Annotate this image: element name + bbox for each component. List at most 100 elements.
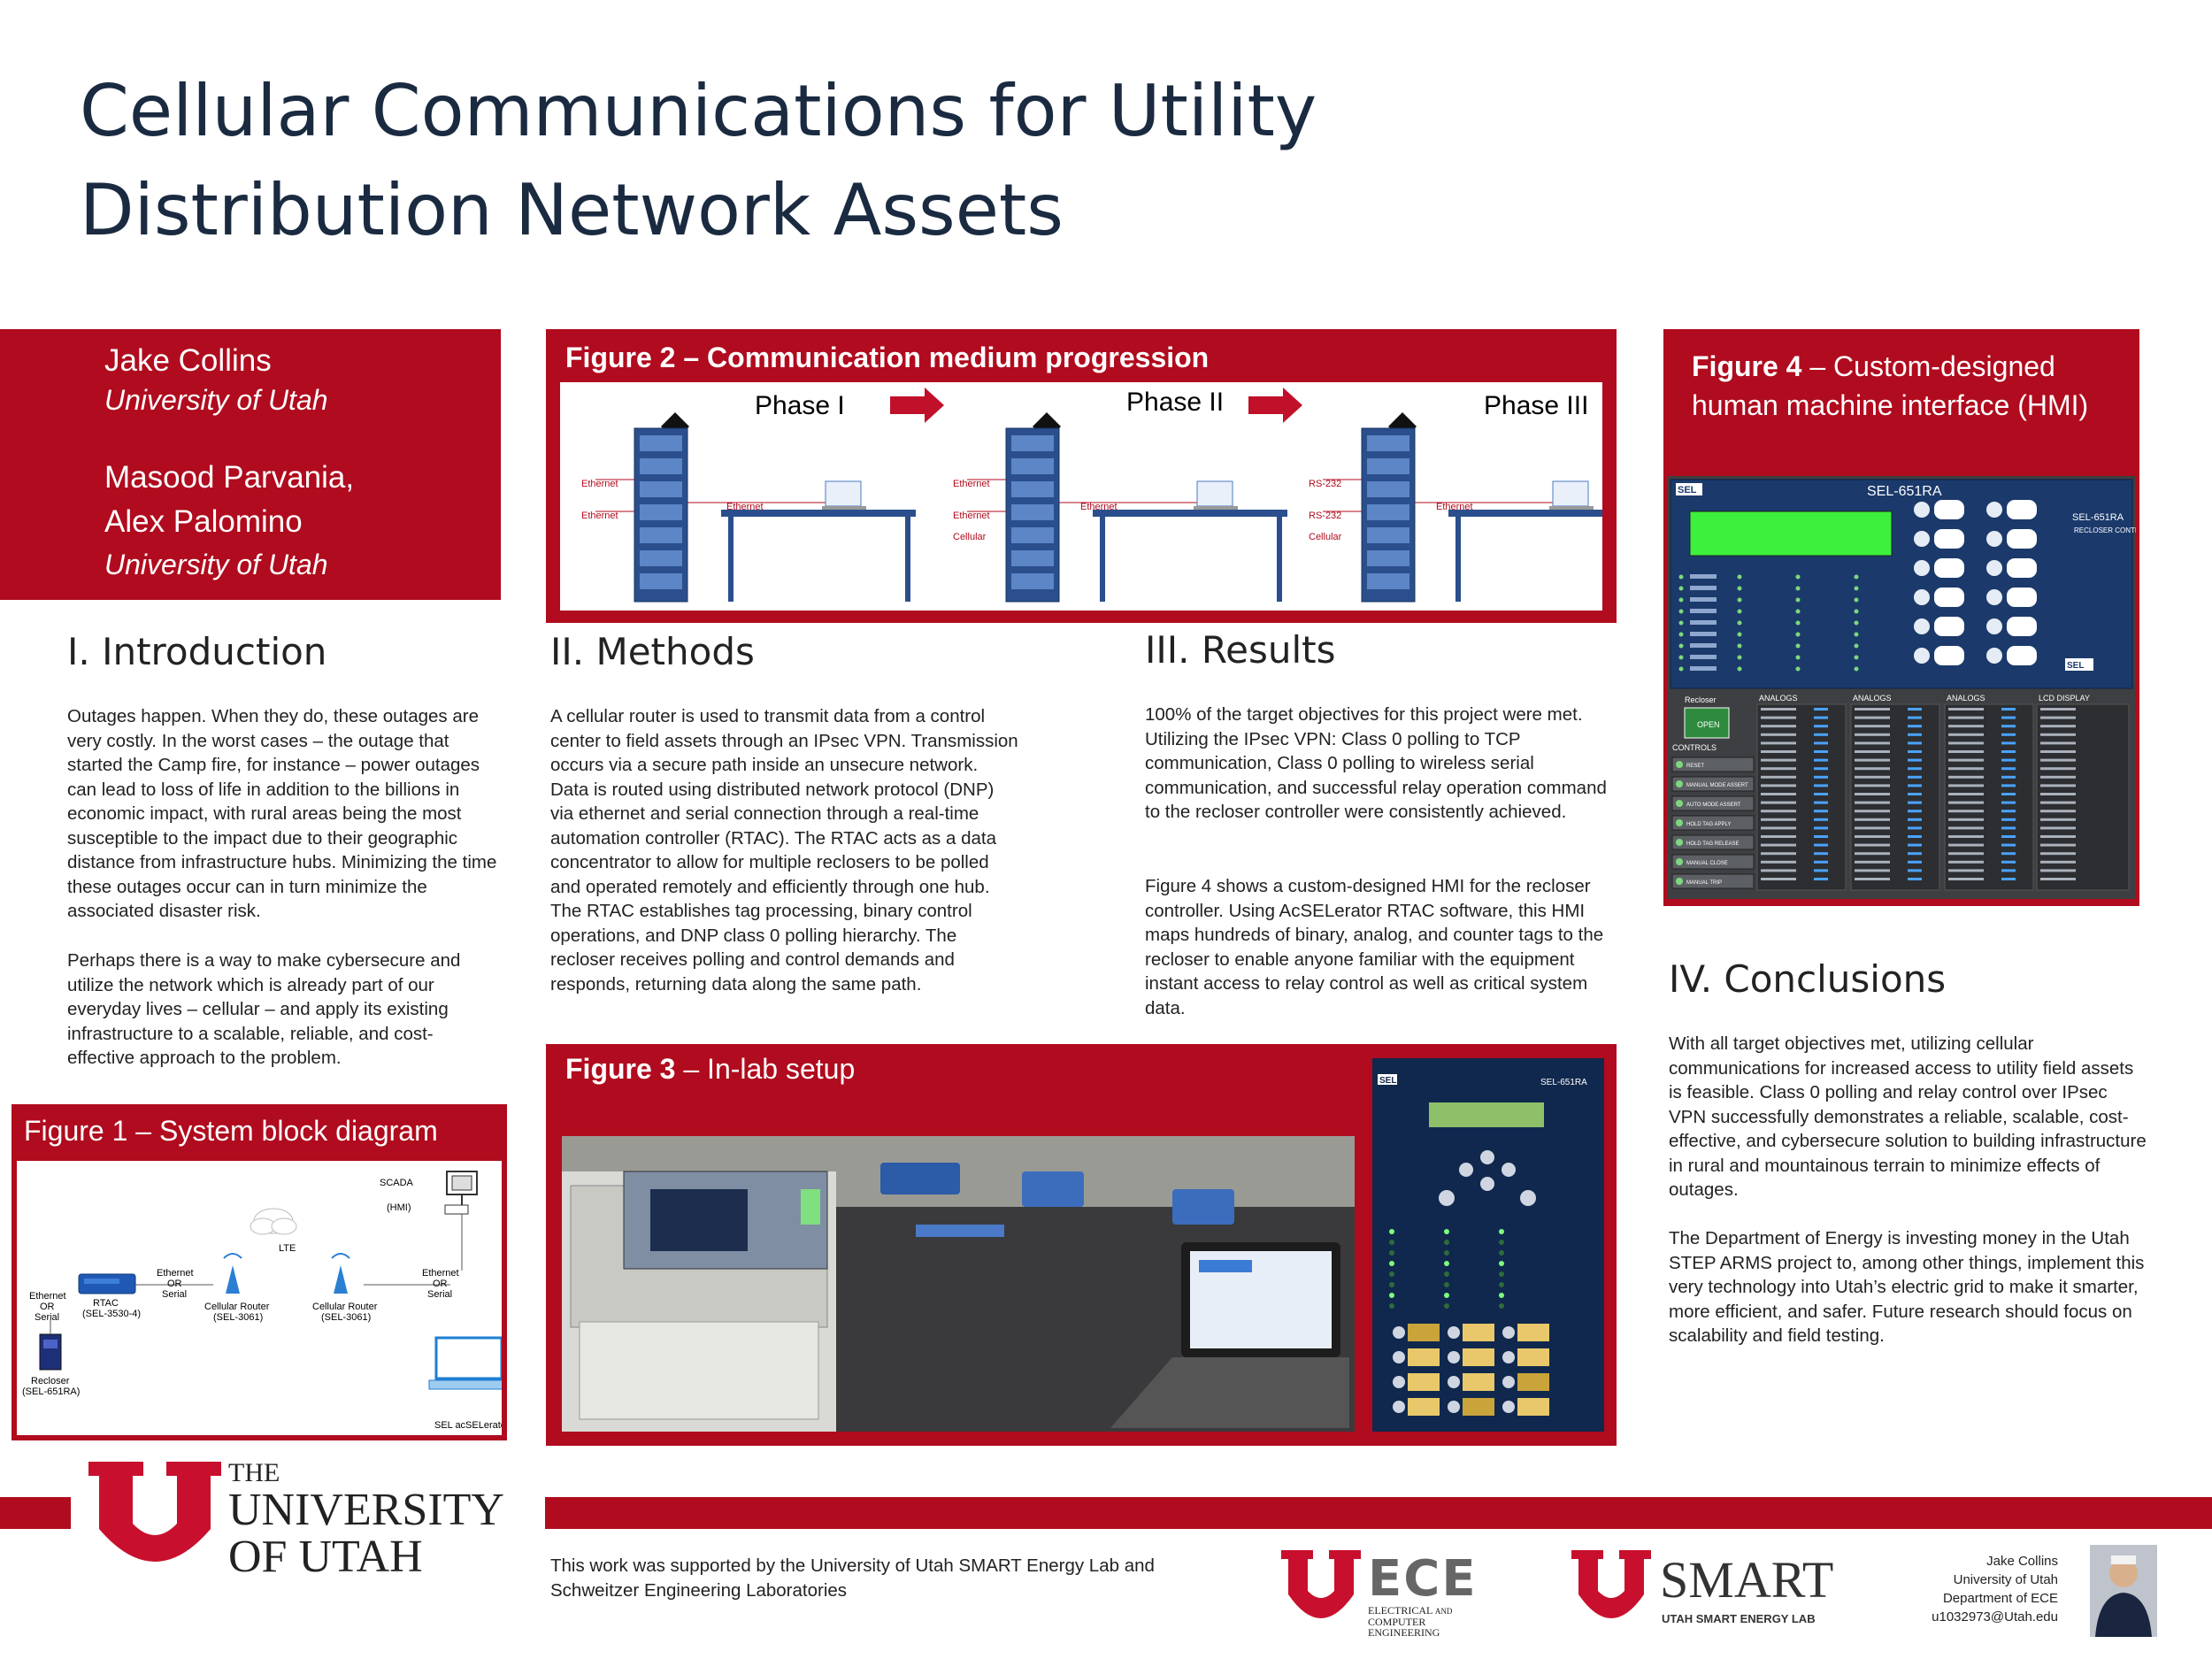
front-panel-button <box>1502 1326 1515 1339</box>
hmi-control-led <box>1676 858 1683 865</box>
figure-1-label: Figure 1 <box>24 1115 128 1147</box>
hmi-control-label: AUTO MODE ASSERT <box>1686 803 1741 808</box>
front-panel-button <box>1393 1376 1405 1388</box>
figure-2-panel: Phase I Phase II Phase III Ethernet Ethe… <box>560 382 1643 611</box>
hmi-led-indicator <box>1854 655 1859 660</box>
author-name-2: Masood Parvania, <box>104 460 355 495</box>
front-panel-button <box>1448 1401 1460 1413</box>
router-1-label: Cellular Router <box>204 1302 270 1312</box>
hmi-led-indicator <box>1854 609 1859 614</box>
hmi-control-label: HOLD TAG APPLY <box>1686 822 1731 827</box>
hmi-led-indicator <box>1854 597 1859 603</box>
hmi-control-led <box>1676 878 1683 885</box>
hmi-control-button <box>1671 873 1755 889</box>
figure-4-caption: – Custom-designed human machine interfac… <box>1692 350 2089 421</box>
hmi-pushbutton <box>1914 589 1930 605</box>
front-panel-led <box>1499 1250 1504 1256</box>
figure-3-label: Figure 3 <box>565 1053 676 1085</box>
hmi-device-subtitle: SEL-651RA <box>2072 512 2124 523</box>
phase-2-cellular: Cellular <box>953 532 987 542</box>
university-u-logo <box>88 1462 221 1573</box>
phase-2-equipment-icon <box>967 412 1287 603</box>
eth-serial-mid-1: Ethernet <box>157 1268 194 1279</box>
hmi-pushbutton <box>1986 560 2002 576</box>
front-panel-button <box>1448 1326 1460 1339</box>
hmi-control-led <box>1676 819 1683 826</box>
author-affiliation-2: University of Utah <box>104 549 328 580</box>
hmi-pushbutton <box>1986 502 2002 518</box>
hmi-sel-logo-2: SEL <box>2067 661 2084 671</box>
introduction-paragraph-2: Perhaps there is a way to make cybersecu… <box>67 950 461 1068</box>
front-panel-button <box>1448 1351 1460 1363</box>
rtac-model-label: (SEL-3530-4) <box>82 1309 141 1319</box>
hmi-pushbutton <box>1914 502 1930 518</box>
footer-red-bar-left <box>0 1497 71 1529</box>
hmi-led-indicator <box>1854 643 1859 649</box>
cellular-router-1-icon <box>223 1253 242 1294</box>
phase-3-label: Phase III <box>1484 391 1588 420</box>
contact-department: Department of ECE <box>1942 1591 2058 1606</box>
figure-4-title: Figure 4 – Custom-designed human machine… <box>1692 347 2125 425</box>
hmi-led-indicator <box>1678 609 1684 614</box>
phase-progression-diagram: Phase I Phase II Phase III Ethernet Ethe… <box>581 388 1643 603</box>
recloser-label: Recloser <box>31 1376 70 1386</box>
introduction-paragraph-1: Outages happen. When they do, these outa… <box>67 706 497 921</box>
rtac-label: RTAC <box>93 1298 119 1309</box>
university-the: THE <box>228 1458 280 1487</box>
software-label: SEL acSELerator <box>434 1420 502 1431</box>
front-panel-button-label <box>1517 1324 1549 1341</box>
figure-2-title: Figure 2 – Communication medium progress… <box>565 342 1209 374</box>
front-panel-button <box>1502 1401 1515 1413</box>
hmi-control-led <box>1676 761 1683 768</box>
front-panel-button <box>1393 1401 1405 1413</box>
results-paragraph-1: 100% of the target objectives for this p… <box>1145 704 1607 822</box>
hmi-device-name: SEL-651RA <box>1867 484 1942 499</box>
ece-block-u-icon <box>1281 1550 1361 1618</box>
hmi-pushbutton <box>1986 618 2002 634</box>
hmi-led-indicator <box>1795 620 1801 626</box>
author-affiliation-1: University of Utah <box>104 384 328 416</box>
front-panel-led <box>1389 1271 1394 1277</box>
phase-3-ethernet: Ethernet <box>1436 502 1473 512</box>
front-panel-illustration: SEL SEL-651RA <box>1372 1058 1604 1432</box>
front-panel-led <box>1499 1282 1504 1287</box>
recloser-status-value: OPEN <box>1697 720 1720 729</box>
support-line-2: Schweitzer Engineering Laboratories <box>550 1580 848 1601</box>
front-panel-button-label <box>1463 1373 1494 1391</box>
phase-3-equipment-icon <box>1323 412 1643 603</box>
phase-1-equipment-icon <box>595 412 916 603</box>
hmi-pushbutton <box>1914 531 1930 547</box>
front-panel-button-label <box>1408 1324 1440 1341</box>
hmi-led-indicator <box>1737 574 1742 580</box>
figure-1-title: Figure 1 – System block diagram <box>24 1115 438 1148</box>
front-panel-button-label <box>1408 1373 1440 1391</box>
hmi-led-indicator <box>1795 586 1801 591</box>
hmi-label: (HMI) <box>387 1202 411 1213</box>
front-panel-led <box>1444 1240 1449 1245</box>
hmi-control-button <box>1671 834 1755 850</box>
phase-3-rs232-1: RS-232 <box>1309 479 1341 489</box>
figure-4-label: Figure 4 <box>1692 350 1802 382</box>
front-panel-button-label <box>1463 1398 1494 1416</box>
hmi-pushbutton <box>1986 648 2002 664</box>
phase-2-ethernet-2: Ethernet <box>953 511 990 521</box>
block-u-icon <box>88 1462 221 1562</box>
front-panel-led <box>1389 1250 1394 1256</box>
university-of-utah: OF UTAH <box>228 1532 423 1582</box>
contact-block: Jake Collins University of Utah Departme… <box>1867 1552 2058 1626</box>
laptop-icon <box>428 1336 508 1390</box>
hmi-control-button <box>1671 757 1755 772</box>
front-panel-button <box>1502 1376 1515 1388</box>
phase-1-ethernet-3: Ethernet <box>726 502 764 512</box>
hmi-led-indicator <box>1737 655 1742 660</box>
hmi-led-indicator <box>1737 666 1742 672</box>
router-2-model: (SEL-3061) <box>321 1312 371 1323</box>
ece-logo: ECE ELECTRICAL AND COMPUTER ENGINEERING <box>1281 1550 1547 1638</box>
figure-2-label: Figure 2 <box>565 342 676 373</box>
front-panel-button-label <box>1408 1348 1440 1366</box>
author-box: Jake Collins University of Utah Masood P… <box>0 329 501 600</box>
author-name-1: Jake Collins <box>104 343 272 378</box>
smart-energy-lab-logo: SMART UTAH SMART ENERGY LAB <box>1571 1550 1881 1632</box>
phase-3-rs232-2: RS-232 <box>1309 511 1341 521</box>
hmi-led-indicator <box>1795 632 1801 637</box>
